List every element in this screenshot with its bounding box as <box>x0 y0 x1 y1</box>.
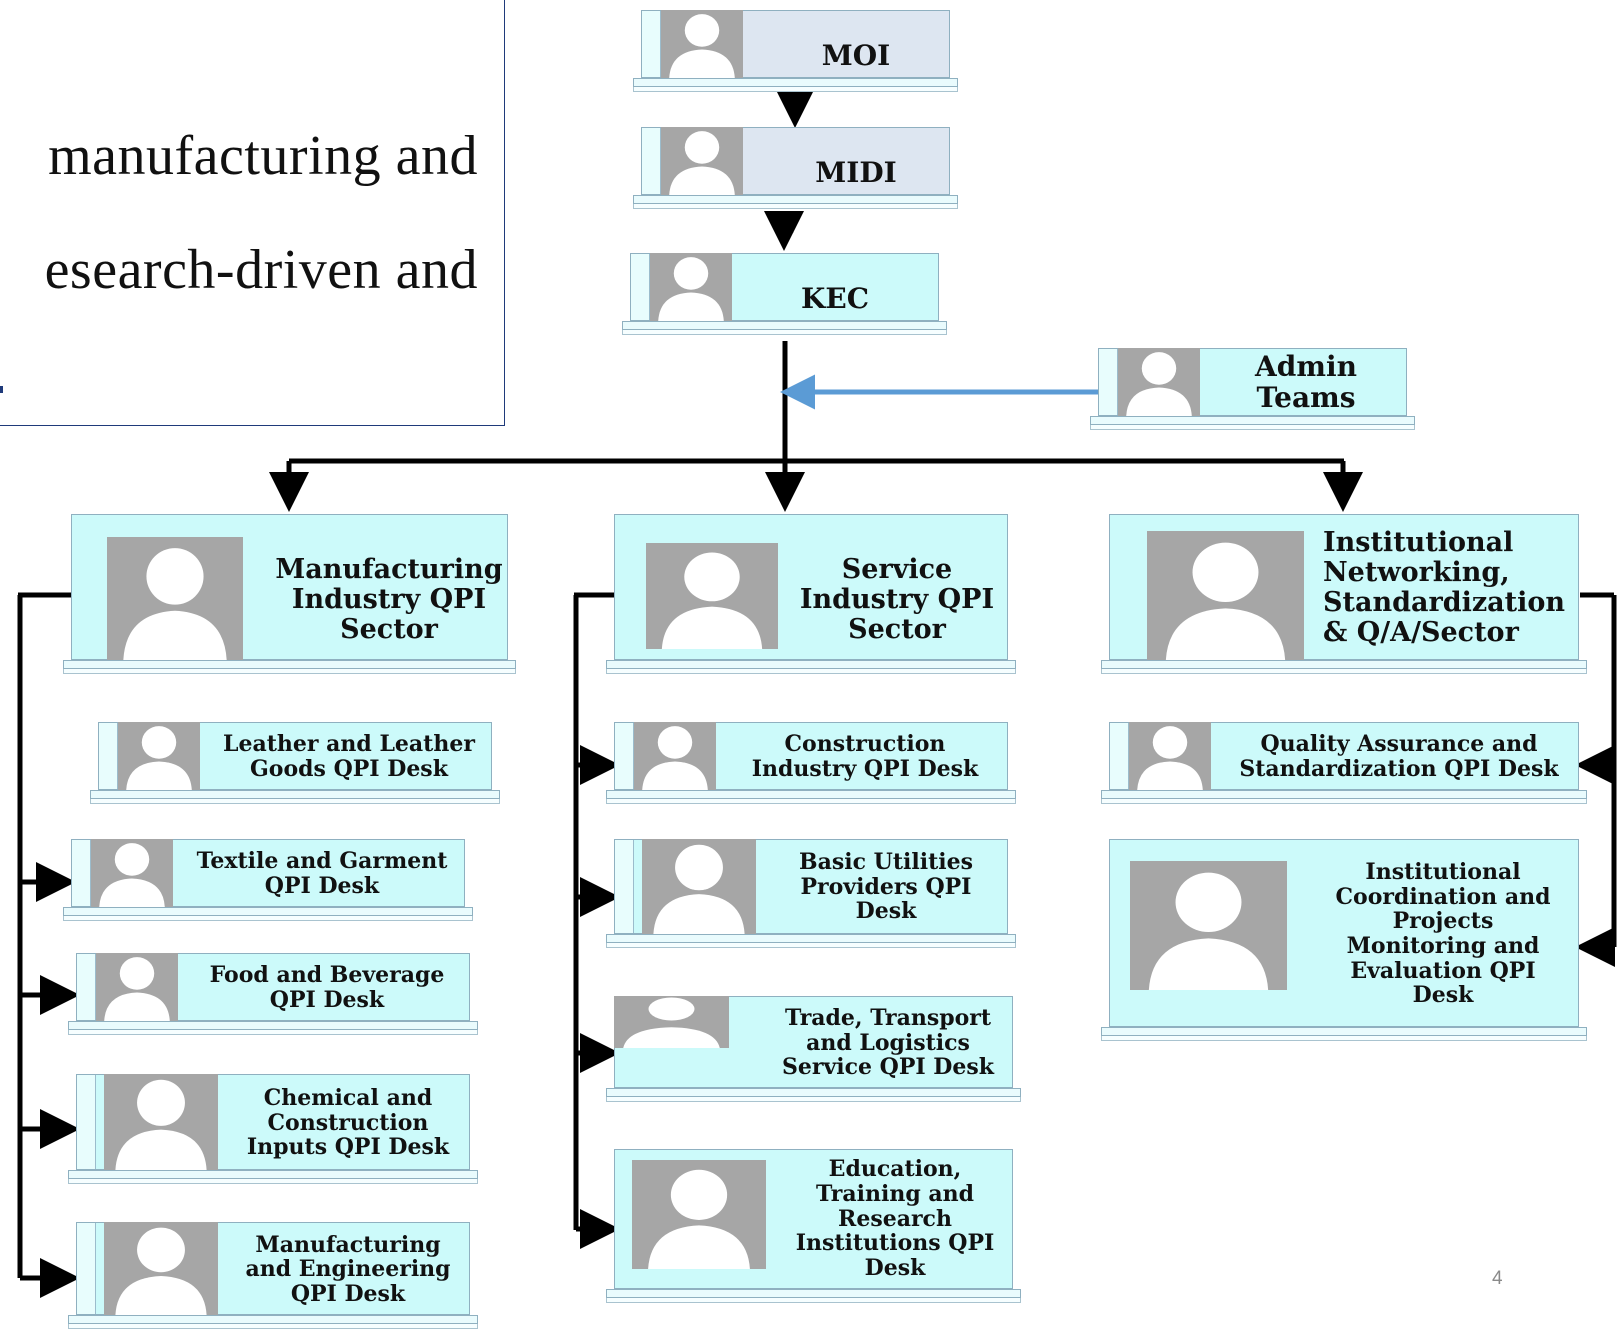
node-engineering-desk-label: Manufacturing and Engineering QPI Desk <box>245 1231 451 1307</box>
person-placeholder-icon <box>1130 861 1287 990</box>
node-service-sector-label: Service Industry QPI Sector <box>799 553 995 646</box>
node-manufacturing-sector-label: Manufacturing Industry QPI Sector <box>275 553 503 646</box>
text-box: manufacturing and esearch-driven and <box>0 0 505 426</box>
person-placeholder-icon <box>1118 348 1200 416</box>
node-moi-label: MOI <box>821 39 891 73</box>
person-placeholder-icon <box>1129 722 1211 790</box>
person-placeholder-icon <box>91 839 173 907</box>
person-placeholder-icon <box>661 127 743 195</box>
person-placeholder-icon <box>1147 531 1304 660</box>
person-placeholder-icon <box>632 1160 766 1269</box>
text-box-line-1: manufacturing and <box>48 125 478 187</box>
node-coordination-desk-label: Institutional Coordination and Projects … <box>1335 859 1551 1009</box>
person-placeholder-icon <box>661 10 743 78</box>
node-education-desk-label: Education, Training and Research Institu… <box>795 1156 995 1281</box>
person-placeholder-icon <box>646 543 778 649</box>
person-placeholder-icon <box>107 537 243 660</box>
node-food-desk-label: Food and Beverage QPI Desk <box>209 962 445 1013</box>
edge-midi-kec <box>764 211 804 251</box>
person-placeholder-icon <box>614 996 729 1048</box>
node-chemical-desk-label: Chemical and Construction Inputs QPI Des… <box>246 1085 450 1161</box>
text-box-bullet <box>0 386 3 393</box>
person-placeholder-icon <box>104 1222 218 1315</box>
node-utilities-desk-label: Basic Utilities Providers QPI Desk <box>799 849 973 925</box>
person-placeholder-icon <box>96 953 178 1021</box>
node-quality-desk-label: Quality Assurance and Standardization QP… <box>1239 731 1559 782</box>
node-trade-desk-label: Trade, Transport and Logistics Service Q… <box>781 1005 995 1081</box>
person-placeholder-icon <box>642 839 756 934</box>
node-admin-label: Admin Teams <box>1255 349 1357 414</box>
person-placeholder-icon <box>650 253 732 321</box>
node-construction-desk-label: Construction Industry QPI Desk <box>751 731 979 782</box>
person-placeholder-icon <box>104 1074 218 1170</box>
node-institutional-sector-label: Institutional Networking, Standardizatio… <box>1323 526 1566 649</box>
node-textile-desk-label: Textile and Garment QPI Desk <box>196 848 448 899</box>
person-placeholder-icon <box>634 722 716 790</box>
page-number: 4 <box>1492 1268 1503 1289</box>
node-midi-label: MIDI <box>815 156 897 190</box>
node-kec-label: KEC <box>801 282 869 316</box>
text-box-line-2: esearch-driven and <box>44 239 478 301</box>
node-leather-desk-label: Leather and Leather Goods QPI Desk <box>223 731 475 782</box>
person-placeholder-icon <box>118 722 200 790</box>
